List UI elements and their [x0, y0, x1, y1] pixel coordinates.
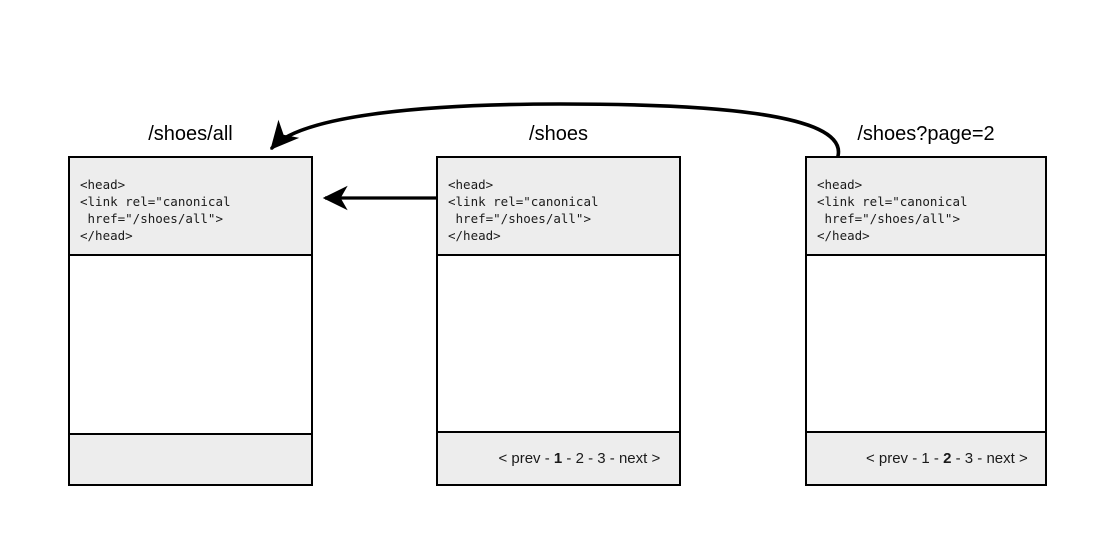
pagination-control[interactable]: < prev - 1 - 2 - 3 - next >: [457, 433, 660, 484]
canonical-code-snippet: <head> <link rel="canonical href="/shoes…: [448, 176, 669, 244]
page-node-shoes: /shoes <head> <link rel="canonical href=…: [436, 123, 681, 486]
page-title-shoes-all: /shoes/all: [148, 123, 233, 145]
page-box: <head> <link rel="canonical href="/shoes…: [436, 156, 681, 486]
page-node-shoes-all: /shoes/all <head> <link rel="canonical h…: [68, 123, 313, 486]
code-line-4: </head>: [817, 228, 870, 243]
pagination-sep: -: [540, 450, 554, 467]
code-line-4: </head>: [80, 228, 133, 243]
pagination-sep: -: [562, 450, 576, 467]
pagination-page-2[interactable]: 2: [575, 450, 584, 467]
pagination-prev[interactable]: < prev: [865, 450, 909, 467]
page-title-shoes-page-2: /shoes?page=2: [857, 123, 995, 145]
page-box: <head> <link rel="canonical href="/shoes…: [68, 156, 313, 486]
page-content-area: [807, 256, 1045, 431]
code-line-2: <link rel="canonical: [817, 194, 968, 209]
page-footer: < prev - 1 - 2 - 3 - next >: [438, 431, 679, 484]
pagination-sep: -: [605, 450, 619, 467]
page-node-shoes-page-2: /shoes?page=2 <head> <link rel="canonica…: [805, 123, 1047, 486]
pagination-page-3[interactable]: 3: [964, 450, 974, 467]
code-line-3: href="/shoes/all">: [817, 211, 960, 226]
page-footer: [70, 433, 311, 484]
canonical-code-snippet: <head> <link rel="canonical href="/shoes…: [817, 176, 1035, 244]
head-section: <head> <link rel="canonical href="/shoes…: [70, 158, 311, 256]
pagination-next[interactable]: next >: [618, 450, 661, 467]
pagination-page-3[interactable]: 3: [597, 450, 606, 467]
page-content-area: [438, 256, 679, 431]
pagination-sep: -: [929, 450, 944, 467]
page-content-area: [70, 256, 311, 433]
canonical-code-snippet: <head> <link rel="canonical href="/shoes…: [80, 176, 301, 244]
pagination-page-1[interactable]: 1: [553, 450, 563, 467]
code-line-2: <link rel="canonical: [448, 194, 599, 209]
head-section: <head> <link rel="canonical href="/shoes…: [807, 158, 1045, 256]
pagination-next[interactable]: next >: [986, 450, 1028, 467]
code-line-1: <head>: [80, 177, 126, 192]
pagination-sep: -: [973, 450, 987, 467]
page-footer: < prev - 1 - 2 - 3 - next >: [807, 431, 1045, 484]
code-line-1: <head>: [448, 177, 494, 192]
pagination-page-1[interactable]: 1: [921, 450, 930, 467]
code-line-4: </head>: [448, 228, 501, 243]
page-box: <head> <link rel="canonical href="/shoes…: [805, 156, 1047, 486]
head-section: <head> <link rel="canonical href="/shoes…: [438, 158, 679, 256]
pagination-sep: -: [951, 450, 965, 467]
code-line-3: href="/shoes/all">: [80, 211, 223, 226]
pagination-prev[interactable]: < prev: [498, 450, 541, 467]
code-line-1: <head>: [817, 177, 863, 192]
pagination-page-2[interactable]: 2: [943, 450, 952, 467]
pagination-control[interactable]: < prev - 1 - 2 - 3 - next >: [824, 433, 1028, 484]
pagination-sep: -: [583, 450, 598, 467]
page-title-shoes: /shoes: [529, 123, 588, 145]
pagination-sep: -: [908, 450, 922, 467]
code-line-3: href="/shoes/all">: [448, 211, 591, 226]
code-line-2: <link rel="canonical: [80, 194, 231, 209]
